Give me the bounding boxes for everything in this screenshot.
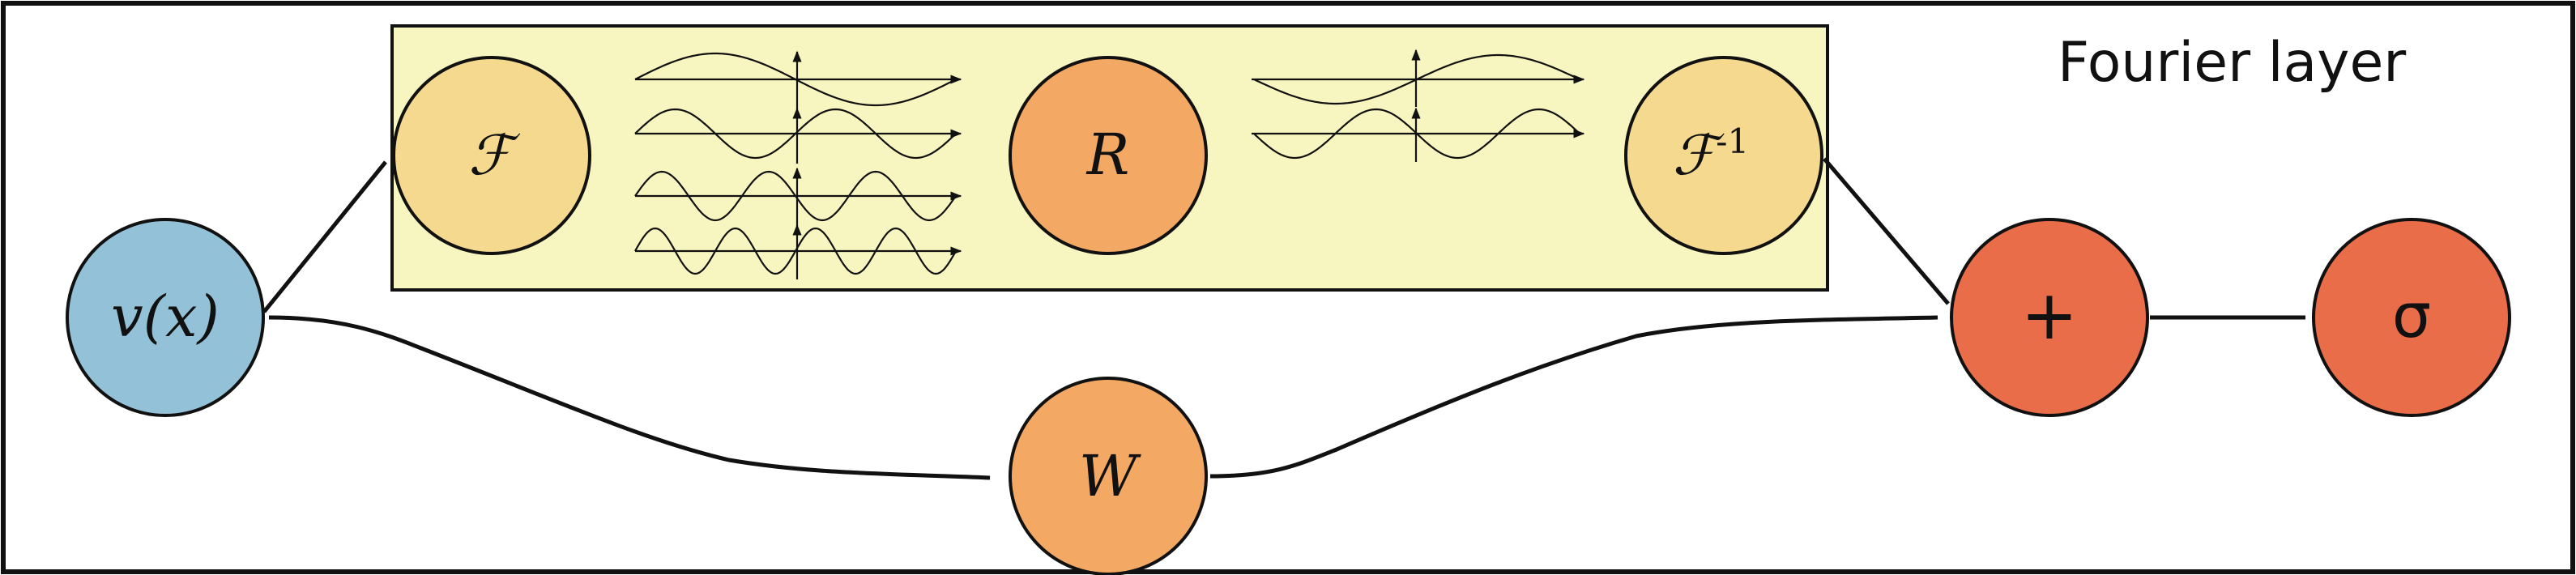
inverse-fourier-superscript: -1 [1716,121,1749,161]
connections [262,157,2306,480]
mode-4 [634,224,962,279]
wave-4 [634,227,957,275]
fourier-modes-left [634,50,962,279]
wave-2-filtered [1253,108,1580,160]
arrow-input-to-fourier [262,160,387,313]
input-node: v(x) [66,218,265,417]
sum-node-label: + [2021,275,2078,355]
inverse-fourier-circle [1624,56,1823,255]
mode-1-filtered [1252,49,1585,107]
fourier-transform-node: ℱ [392,56,591,255]
activation-node: σ [2312,218,2511,417]
inverse-fourier-node: ℱ-1 [1624,56,1823,255]
wave-2 [634,108,957,160]
w-node: W [1009,377,1208,575]
mode-3 [634,167,962,227]
r-node: R [1009,56,1208,255]
sum-node: + [1950,218,2149,417]
nodes: v(x) ℱ R ℱ-1 W + σ [66,56,2511,575]
fourier-modes-right [1252,49,1585,162]
activation-node-circle [2312,218,2511,417]
wave-1 [634,52,957,107]
r-node-label: R [1085,121,1130,188]
wave-3 [634,170,957,222]
input-node-label: v(x) [111,283,220,350]
mode-2-filtered [1252,107,1585,162]
wave-1-filtered [1253,53,1580,105]
input-node-circle [66,218,265,417]
w-node-circle [1009,377,1208,575]
arrow-w-to-sum [1209,315,1938,479]
mode-2 [634,107,962,164]
arrow-input-to-w [268,315,991,480]
fourier-transform-circle [392,56,591,255]
w-node-label: W [1079,443,1141,509]
r-node-circle [1009,56,1208,255]
diagram-title: Fourier layer [2058,31,2406,95]
sum-node-circle [1950,218,2149,417]
mode-1 [634,50,962,109]
activation-node-label: σ [2392,279,2431,351]
arrow-inverse-fourier-to-sum [1823,157,1950,305]
